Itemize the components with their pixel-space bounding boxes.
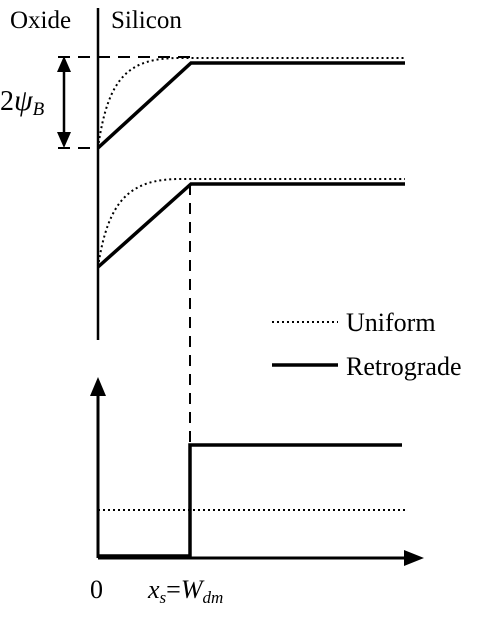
legend-uniform-label: Uniform: [346, 308, 436, 337]
psi-b-label: 2ψB: [0, 84, 45, 120]
oxide-label: Oxide: [10, 7, 71, 34]
psi-arrow-head-up: [57, 56, 71, 72]
xs-subscript: s: [160, 588, 167, 607]
psi-arrow-head-down: [57, 132, 71, 148]
lower-retrograde-curve: [96, 182, 405, 269]
psi-symbol: ψ: [14, 84, 34, 117]
upper-uniform-curve: [97, 57, 405, 149]
psi-prefix: 2: [0, 86, 14, 117]
doping-x-axis-arrow-icon: [404, 550, 424, 566]
wdm-symbol: W: [181, 575, 205, 604]
upper-retrograde-curve: [96, 61, 405, 150]
wdm-subscript: dm: [203, 588, 224, 607]
equals-sign: =: [166, 575, 181, 604]
origin-label: 0: [90, 575, 103, 604]
xs-wdm-label: xs=Wdm: [147, 575, 223, 607]
xs-symbol: x: [147, 575, 160, 604]
psi-subscript: B: [33, 99, 45, 120]
retrograde-doping-step: [98, 443, 402, 558]
lower-uniform-curve: [97, 178, 405, 268]
doping-y-axis-arrow-icon: [90, 377, 106, 396]
legend-retrograde-label: Retrograde: [346, 352, 462, 381]
silicon-label: Silicon: [111, 7, 182, 34]
